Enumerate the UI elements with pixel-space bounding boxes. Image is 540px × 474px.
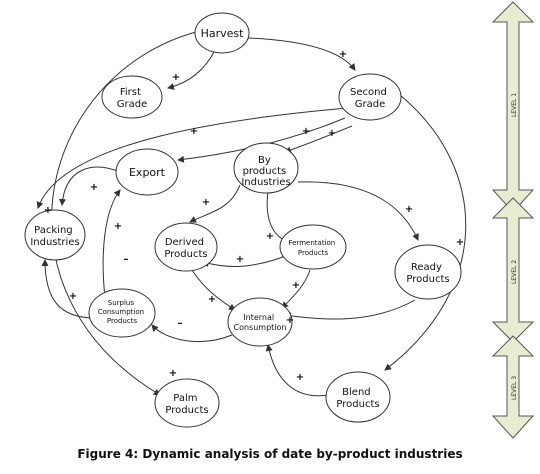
sign-surplus-export: + <box>114 221 122 232</box>
label-surplus: Surplus Consumption Products <box>98 299 147 325</box>
arrow-harvest-first-grade <box>167 49 216 90</box>
sign-second-byproducts: + <box>328 128 336 139</box>
sign-byproducts-ready: + <box>405 204 413 215</box>
arrow-second-byproducts <box>284 125 353 154</box>
label-derived: Derived Products <box>164 237 207 260</box>
label-first-grade: First Grade <box>117 87 148 110</box>
sign-byproducts-derived: + <box>202 197 210 208</box>
arrow-harvest-second-grade <box>247 37 356 71</box>
sign-fermentation-derived: + <box>236 254 244 265</box>
node-packing[interactable] <box>24 209 86 261</box>
arrow-internal-surplus <box>151 324 233 342</box>
sign-harvest-palm: + <box>169 368 177 379</box>
node-derived[interactable] <box>154 222 218 272</box>
node-harvest[interactable] <box>194 12 250 54</box>
arrow-blend-internal <box>265 344 329 397</box>
label-ready: Ready Products <box>406 262 449 285</box>
arrow-surplus-packing <box>41 259 96 319</box>
sign-harvest-first: + <box>172 72 180 83</box>
label-harvest: Harvest <box>201 27 245 40</box>
arrow-harvest-palm <box>51 31 197 396</box>
arrow-byproducts-ready <box>297 181 419 241</box>
label-blend: Blend Products <box>336 387 379 410</box>
label-palm: Palm Products <box>165 393 208 416</box>
sign-internal-surplus: – <box>178 318 183 329</box>
node-first-grade[interactable] <box>101 75 163 119</box>
level-1-label: LEVEL 1 <box>511 93 518 117</box>
label-fermentation: Fermentation Products <box>289 239 338 257</box>
arrow-fermentation-internal <box>281 269 311 309</box>
sign-second-packing: + <box>190 126 198 137</box>
arrow-byproducts-derived <box>189 184 241 223</box>
arrow-ready-internal <box>284 299 416 320</box>
arrow-export-packing <box>59 166 121 206</box>
label-internal: Internal Consumption <box>234 313 287 332</box>
sign-surplus-packing: + <box>69 291 77 302</box>
sign-second-export: + <box>302 126 310 137</box>
label-export: Export <box>129 166 166 179</box>
arrow-surplus-export <box>102 189 121 299</box>
level-3-arrow <box>491 335 535 439</box>
node-second-grade[interactable] <box>338 73 402 121</box>
arrow-derived-internal <box>191 269 236 311</box>
node-fermentation[interactable] <box>279 224 347 270</box>
arrow-second-blend <box>384 94 467 371</box>
node-blend[interactable] <box>325 371 391 423</box>
label-by-products: By products Industries <box>241 155 290 188</box>
label-packing: Packing Industries <box>30 225 79 248</box>
label-second-grade: Second Grade <box>350 87 390 110</box>
arrow-second-packing <box>36 107 349 209</box>
node-internal[interactable] <box>227 297 293 347</box>
sign-blend-internal: + <box>296 372 304 383</box>
sign-fermentation-internal: + <box>292 280 300 291</box>
level-2-label: LEVEL 2 <box>511 260 518 284</box>
sign-byproducts-fermentation: + <box>266 231 274 242</box>
sign-packing-in: + <box>44 205 52 216</box>
node-export[interactable] <box>115 148 179 196</box>
node-ready[interactable] <box>394 244 462 300</box>
node-by-products[interactable] <box>233 142 299 194</box>
sign-harvest-second: + <box>339 49 347 60</box>
sign-export-packing: + <box>90 182 98 193</box>
node-surplus[interactable] <box>88 288 156 338</box>
sign-surplus-export-minus: – <box>124 254 129 265</box>
sign-ready-internal: + <box>286 315 294 326</box>
level-3-label: LEVEL 3 <box>511 376 518 400</box>
sign-derived-internal: + <box>208 294 216 305</box>
figure-caption: Figure 4: Dynamic analysis of date by-pr… <box>77 447 463 461</box>
node-palm[interactable] <box>154 378 220 428</box>
arrow-fermentation-derived <box>202 254 289 267</box>
sign-second-blend: + <box>456 237 464 248</box>
